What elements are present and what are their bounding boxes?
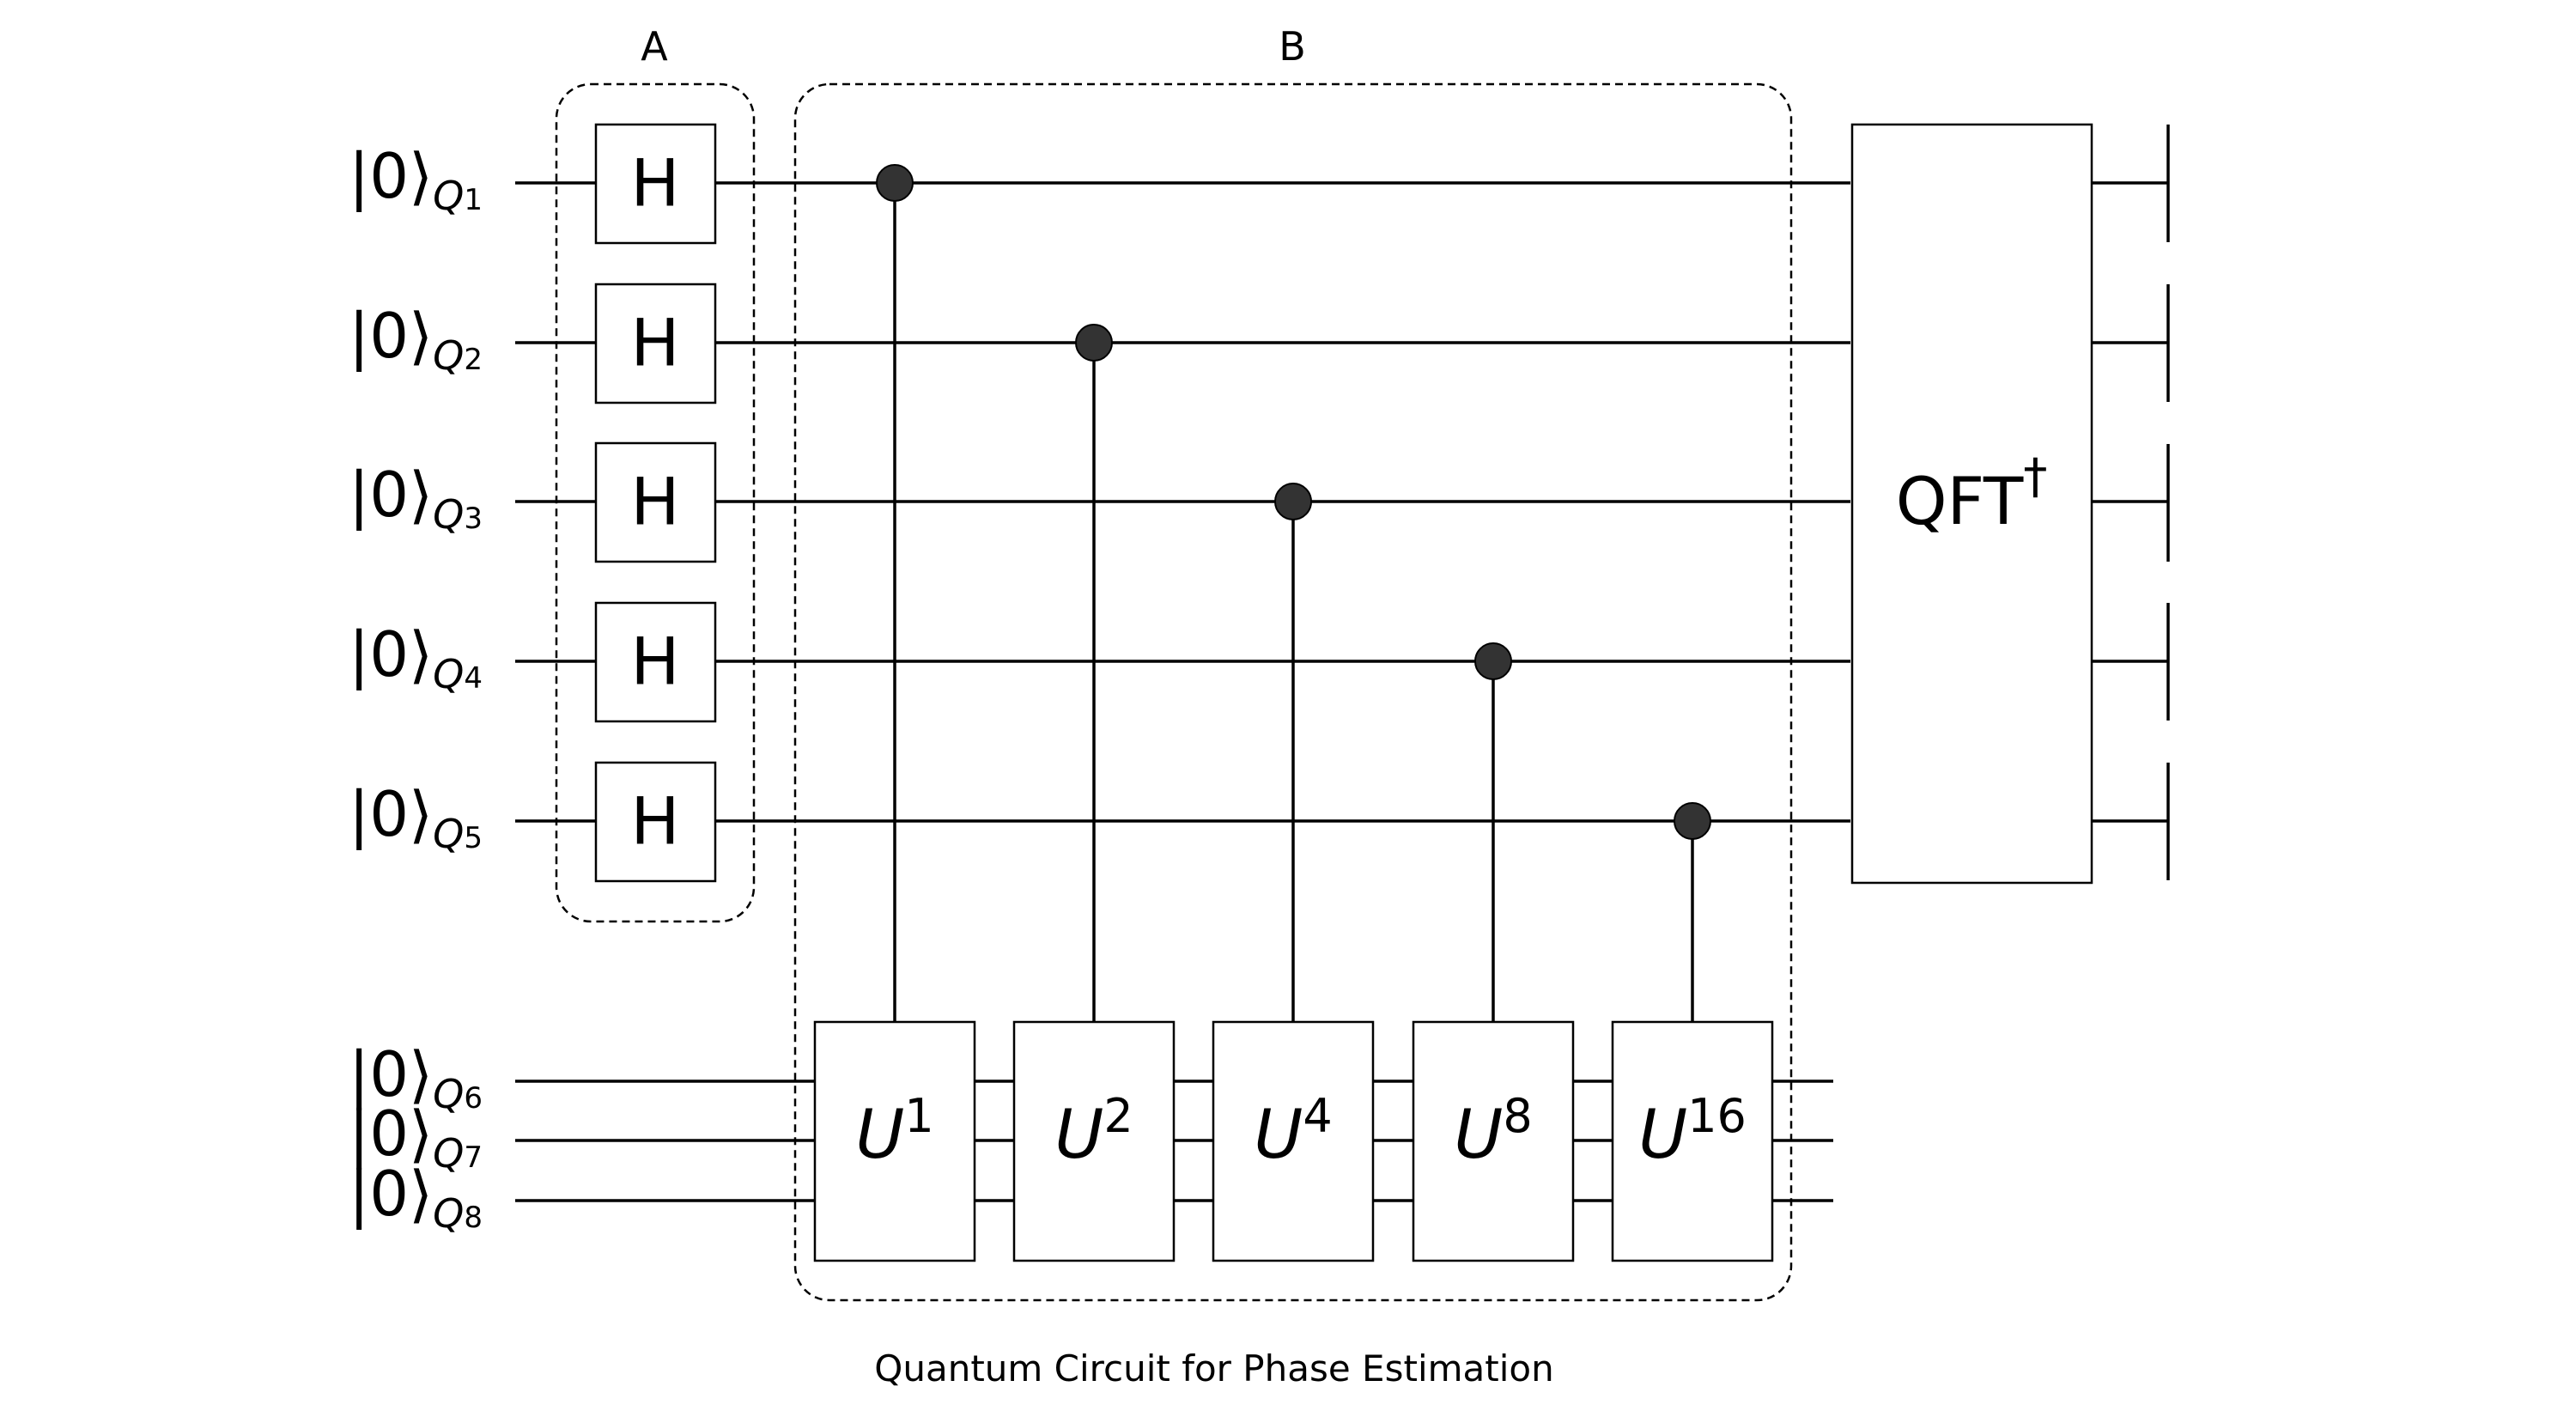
top-register-wires (515, 181, 2168, 823)
group-box-b (793, 82, 1793, 1302)
hadamard-gate-q4: H (594, 601, 717, 723)
svg-text:U8: U8 (1454, 1089, 1532, 1174)
qubit-label-q2: |0⟩Q2 (349, 300, 483, 379)
qubit-label-q6: |0⟩Q6 (349, 1038, 483, 1117)
hadamard-gates: H H H H H (594, 123, 717, 883)
inverse-qft-gate: QFT† (1850, 123, 2093, 885)
hadamard-gate-q1: H (594, 123, 717, 245)
control-dot-q5 (1674, 802, 1711, 840)
control-dot-q1 (876, 164, 914, 202)
hadamard-gate-q3: H (594, 441, 717, 563)
qubit-label-q7: |0⟩Q7 (349, 1098, 483, 1177)
control-dots (876, 164, 1711, 840)
svg-text:H: H (630, 623, 679, 700)
qubit-label-q4: |0⟩Q4 (349, 618, 483, 697)
qubit-label-q1: |0⟩Q1 (349, 140, 483, 219)
unitary-gate-u16: U16 (1611, 1020, 1774, 1262)
svg-text:H: H (630, 305, 679, 381)
qubit-label-q5: |0⟩Q5 (349, 778, 483, 857)
group-label-a: A (641, 23, 668, 70)
unitary-gate-u8: U8 (1412, 1020, 1575, 1262)
svg-text:U4: U4 (1254, 1089, 1332, 1174)
svg-text:QFT†: QFT† (1896, 449, 2048, 539)
hadamard-gate-q2: H (594, 283, 717, 404)
svg-text:U2: U2 (1054, 1089, 1133, 1174)
control-dot-q2 (1075, 324, 1113, 362)
svg-text:H: H (630, 464, 679, 540)
unitary-gate-u1: U1 (813, 1020, 976, 1262)
control-dot-q4 (1474, 642, 1512, 680)
qubit-labels: |0⟩Q1 |0⟩Q2 |0⟩Q3 |0⟩Q4 |0⟩Q5 |0⟩Q6 |0⟩Q… (349, 140, 483, 1237)
qubit-label-q3: |0⟩Q3 (349, 459, 483, 538)
qubit-label-q8: |0⟩Q8 (349, 1158, 483, 1237)
unitary-gate-u4: U4 (1212, 1020, 1375, 1262)
svg-text:H: H (630, 783, 679, 860)
unitary-gates: U1 U2 U4 U8 U16 (813, 1020, 1774, 1262)
group-label-b: B (1279, 23, 1306, 70)
group-box-a (555, 82, 756, 923)
svg-text:H: H (630, 145, 679, 222)
control-dot-q3 (1274, 483, 1312, 520)
svg-text:U1: U1 (855, 1089, 933, 1174)
hadamard-gate-q5: H (594, 761, 717, 883)
control-lines (893, 183, 1694, 1022)
svg-text:U16: U16 (1638, 1089, 1747, 1174)
unitary-gate-u2: U2 (1012, 1020, 1176, 1262)
diagram-caption: Quantum Circuit for Phase Estimation (874, 1347, 1553, 1390)
